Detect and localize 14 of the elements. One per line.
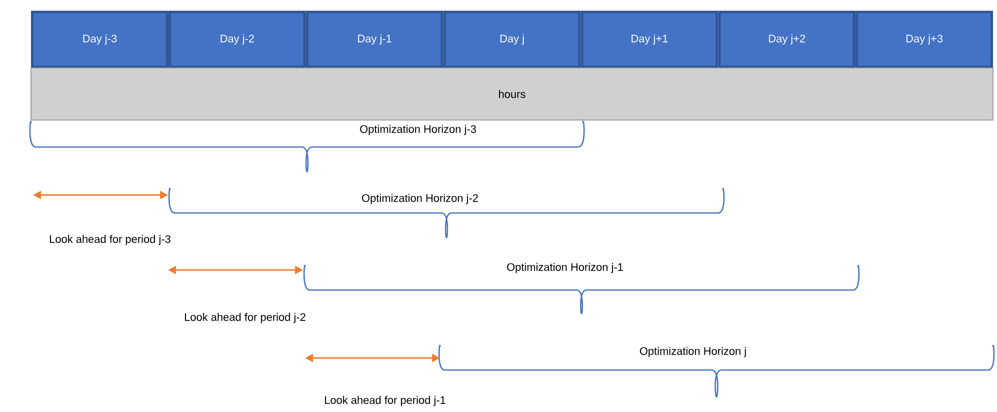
day-box: Day j-3 <box>31 10 168 68</box>
day-box: Day j-2 <box>168 10 306 68</box>
label-text: Look ahead for period j-2 <box>184 312 306 324</box>
label-text: Optimization Horizon j-1 <box>507 262 623 274</box>
label-text: Look ahead for period j-3 <box>50 234 170 246</box>
label-text: Optimization Horizon j-2 <box>362 194 478 204</box>
day-box: Day j <box>443 10 581 68</box>
day-box: Day j+3 <box>856 10 993 68</box>
timeline-bar: hours <box>30 68 994 120</box>
label-text: Look ahead for period j-1 <box>324 396 446 406</box>
day-box: Day j-1 <box>306 10 444 68</box>
day-box: Day j+2 <box>718 10 856 68</box>
day-box: Day j+1 <box>580 10 718 68</box>
label-text: Optimization Horizon j <box>640 346 746 358</box>
